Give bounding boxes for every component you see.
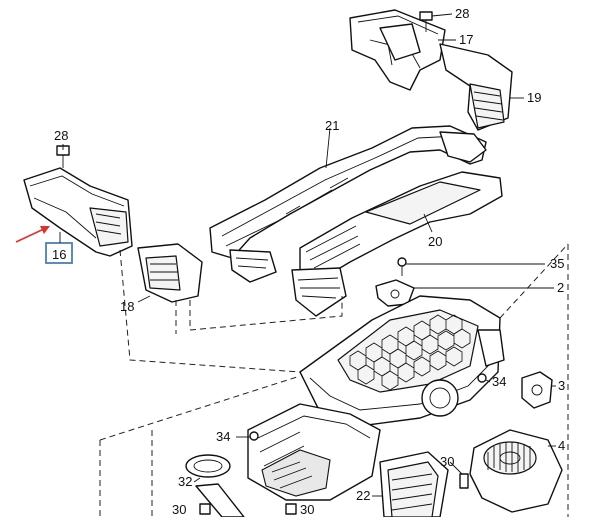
callout-34-left: 34 (216, 429, 230, 444)
part-3-actuator (521, 371, 553, 409)
honeycomb-filter (349, 314, 471, 391)
part-16-air-guide (23, 167, 133, 257)
screw-30-bottom-left (199, 503, 211, 515)
callout-30-mid: 30 (440, 454, 454, 469)
callout-30-bottom-left: 30 (172, 502, 186, 517)
callout-20: 20 (428, 234, 442, 249)
screw-30-mid (459, 473, 469, 489)
callout-16: 16 (52, 247, 66, 262)
part-22-filter (379, 451, 449, 517)
leader-lines (59, 13, 556, 497)
part-32-ring (185, 454, 245, 517)
screw-34-left (249, 431, 259, 441)
callout-35: 35 (550, 256, 564, 271)
callout-30-bottom-mid: 30 (300, 502, 314, 517)
callout-28-left: 28 (54, 128, 68, 143)
lower-housing (247, 403, 381, 501)
callout-21: 21 (325, 118, 339, 133)
callout-17: 17 (459, 32, 473, 47)
part-4-blower (469, 429, 563, 513)
callout-labels: 28 17 19 21 28 16 20 35 2 18 34 3 34 4 3… (52, 6, 565, 517)
callout-2: 2 (557, 280, 564, 295)
callout-34-right: 34 (492, 374, 506, 389)
part-18-outlet (137, 243, 203, 303)
part-21-air-duct (209, 125, 487, 283)
callout-4: 4 (558, 438, 565, 453)
assembly-dashed-lines (99, 243, 569, 517)
callout-18: 18 (120, 299, 134, 314)
part-20-rear-duct (291, 171, 503, 317)
part-19-outlet (439, 43, 513, 131)
screw-30-bottom-mid (285, 503, 297, 515)
callout-3: 3 (558, 378, 565, 393)
screw-35 (397, 257, 407, 276)
part-17-duct (349, 9, 446, 91)
highlight-arrow (15, 226, 50, 243)
callout-32: 32 (178, 474, 192, 489)
screw-34-right (477, 373, 487, 383)
callout-28-upper: 28 (455, 6, 469, 21)
callout-22: 22 (356, 488, 370, 503)
callout-19: 19 (527, 90, 541, 105)
highlight-box-16 (45, 242, 73, 264)
hvac-housing (299, 295, 505, 427)
